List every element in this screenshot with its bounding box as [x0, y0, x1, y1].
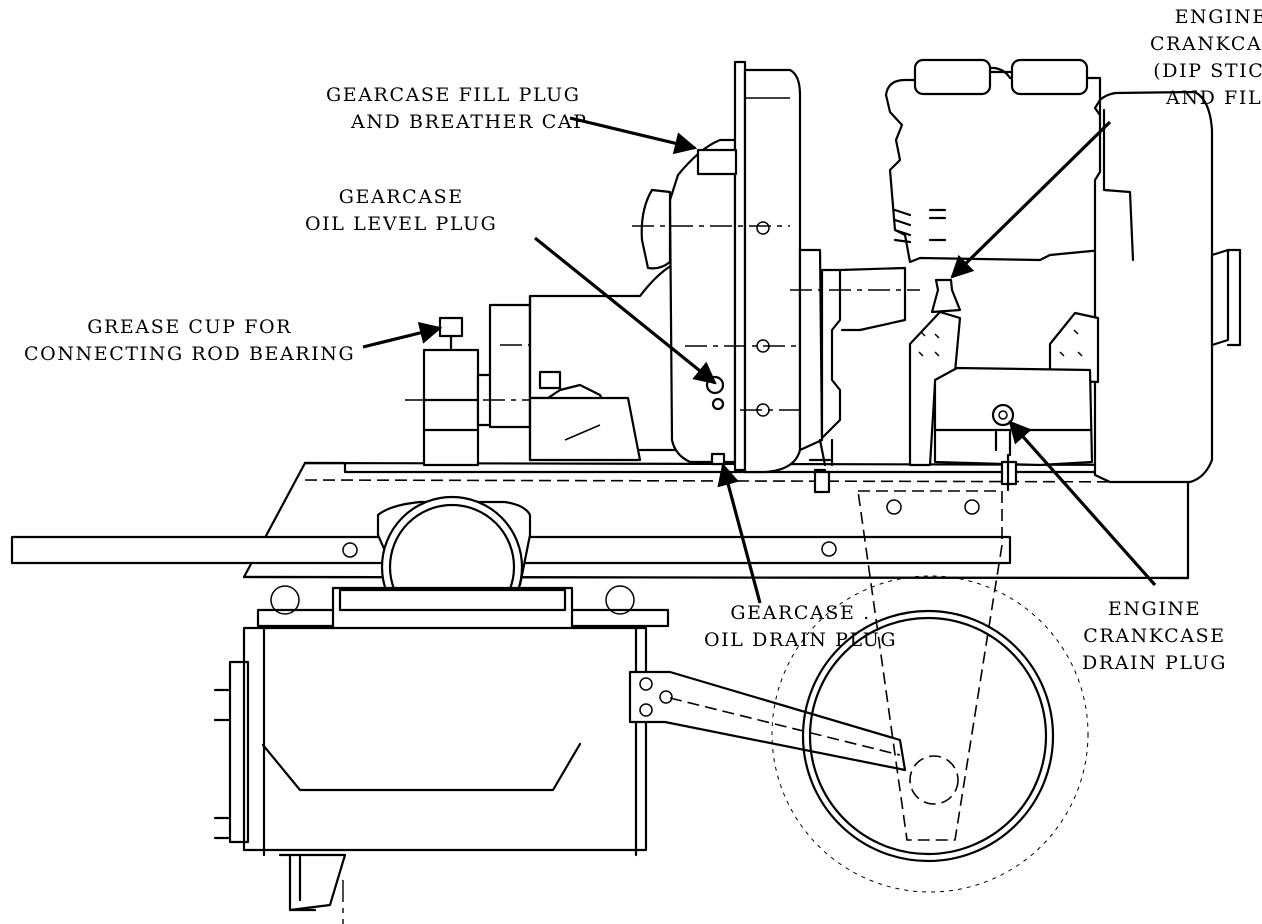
- arrow-engine-drain: [1008, 420, 1157, 587]
- coupling-flange: [790, 248, 920, 494]
- arrow-gearcase-oil-level: [533, 236, 717, 385]
- label-line: AND BREATHER CAP: [351, 111, 588, 133]
- wheel: [771, 490, 1089, 893]
- gearcase-fill-plug-label: GEARCASE FILL PLUG AND BREATHER CAP: [319, 82, 588, 136]
- label-line: AND FILL: [1166, 87, 1262, 109]
- label-line: (DIP STICK): [1153, 60, 1262, 82]
- engine-crankcase-drain-label: ENGINE CRANKCASE DRAIN PLUG: [1082, 596, 1227, 677]
- label-line: GEARCASE .: [730, 602, 871, 624]
- label-line: OIL DRAIN PLUG: [704, 629, 898, 651]
- label-line: ENGINE: [1107, 598, 1202, 620]
- label-line: GEARCASE: [338, 186, 464, 208]
- arrow-gearcase-fill-plug: [569, 116, 698, 155]
- gearcase-oil-level-label: GEARCASE OIL LEVEL PLUG: [305, 184, 497, 238]
- label-line: GREASE CUP FOR: [87, 316, 293, 338]
- label-line: DRAIN PLUG: [1082, 652, 1227, 674]
- grease-cup-label: GREASE CUP FOR CONNECTING ROD BEARING: [24, 314, 355, 368]
- gearbox-housing: [528, 260, 680, 462]
- trailing-arm: [628, 670, 907, 772]
- label-line: CRANKCASE: [1150, 33, 1262, 55]
- grease-cup-assembly: [405, 303, 650, 467]
- arrow-engine-dipstick: [950, 120, 1112, 279]
- engine-crankcase-fill-label: ENGINE CRANKCASE (DIP STICK) AND FILL: [1150, 4, 1262, 112]
- leader-arrows: [362, 116, 1157, 604]
- label-line: GEARCASE FILL PLUG: [325, 84, 581, 106]
- label-line: CONNECTING ROD BEARING: [24, 343, 356, 365]
- label-line: OIL LEVEL PLUG: [305, 213, 498, 235]
- lower-bracket: [213, 626, 648, 924]
- gearcase: [632, 60, 802, 474]
- label-line: CRANKCASE: [1083, 625, 1226, 647]
- arrow-grease-cup: [362, 321, 443, 349]
- engine-block: [884, 58, 1242, 484]
- gearcase-oil-drain-label: GEARCASE . OIL DRAIN PLUG: [704, 600, 897, 654]
- engine-base: [908, 310, 1100, 492]
- label-line: ENGINE: [1174, 6, 1262, 28]
- arrow-gearcase-drain: [717, 462, 762, 604]
